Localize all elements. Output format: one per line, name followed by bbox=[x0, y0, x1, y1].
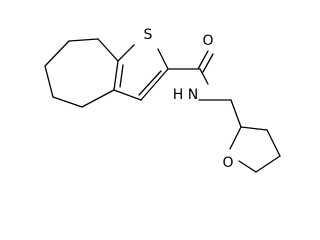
amide-group bbox=[167, 50, 232, 101]
bond-c5-c4 bbox=[52, 96, 83, 108]
cycloheptane-ring bbox=[44, 38, 119, 108]
bond-c2prime-c3prime bbox=[240, 126, 268, 131]
tetrahydrofuran-ring bbox=[229, 99, 281, 173]
bond-o-c2prime bbox=[229, 126, 242, 150]
bond-c5prime-o bbox=[238, 160, 257, 173]
bond-c4prime-c5prime bbox=[255, 155, 281, 173]
atom-labels: S O N H O bbox=[144, 27, 234, 171]
bond-c3a-c8a-inner bbox=[119, 64, 124, 88]
thiophene-ring bbox=[113, 44, 169, 101]
ring-oxygen-label: O bbox=[222, 155, 233, 171]
amide-nitrogen-label: N bbox=[188, 87, 198, 103]
bond-c2-c3 bbox=[140, 68, 169, 101]
bond-c3-c3a bbox=[113, 89, 142, 101]
amide-hydrogen-label: H bbox=[173, 87, 184, 103]
bond-c8a-c8 bbox=[97, 38, 119, 62]
bond-carbonyl-n bbox=[199, 68, 209, 85]
bond-c8a-s bbox=[117, 44, 135, 62]
carbonyl-oxygen-label: O bbox=[202, 33, 213, 49]
structure-canvas: S O N H O bbox=[44, 27, 281, 173]
molecule-structure: S O N H O bbox=[44, 27, 281, 173]
bond-s-c2 bbox=[157, 48, 169, 70]
bond-co-double-b bbox=[202, 53, 214, 73]
bond-c8-c7 bbox=[68, 38, 99, 42]
sulfur-atom-label: S bbox=[144, 27, 153, 43]
bond-c4-c3a bbox=[81, 89, 115, 108]
bond-co-double-a bbox=[197, 50, 209, 70]
bond-c3prime-c4prime bbox=[266, 129, 281, 157]
bond-c2-c3-inner bbox=[138, 70, 162, 96]
bond-ch2-c2prime bbox=[230, 99, 242, 128]
bond-c3a-c8a bbox=[113, 60, 119, 91]
bond-c7-c6 bbox=[44, 40, 70, 67]
bond-c6-c5 bbox=[44, 65, 54, 98]
